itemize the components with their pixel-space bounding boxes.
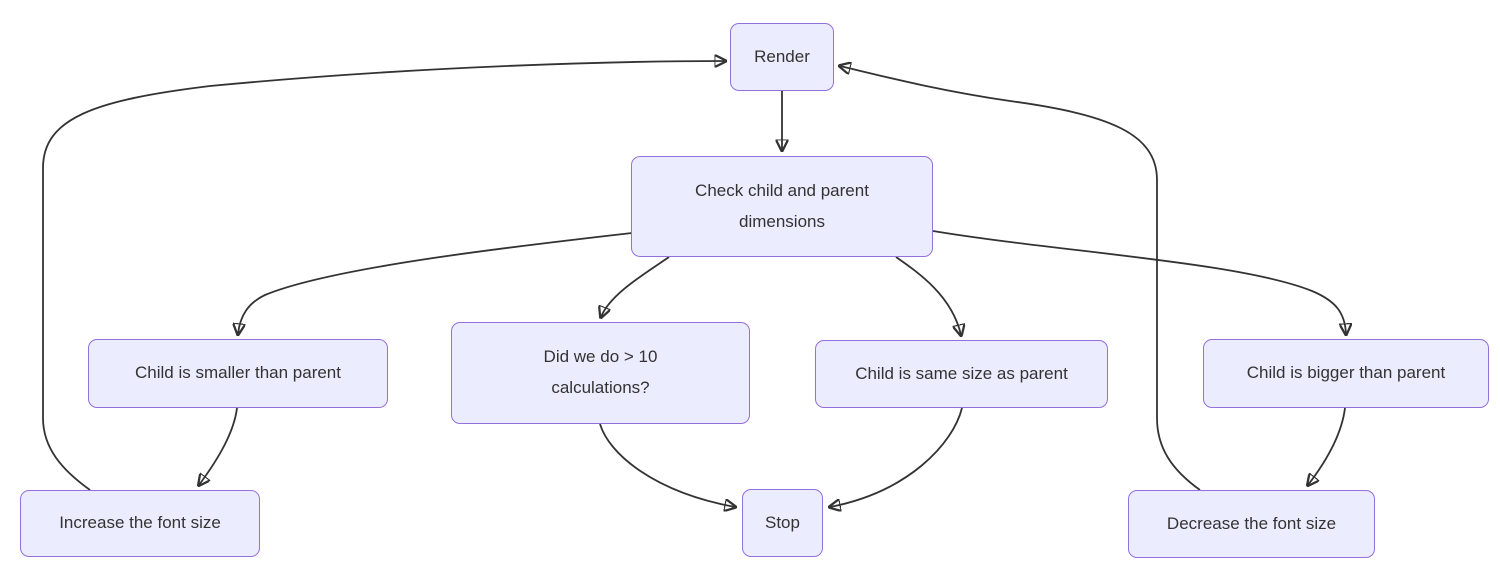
edge-smaller-to-increase xyxy=(199,407,238,485)
edge-check-to-bigger xyxy=(932,230,1346,334)
node-increase-font: Increase the font size xyxy=(20,490,260,557)
node-render: Render xyxy=(730,23,834,91)
edge-check-to-same xyxy=(895,256,961,335)
edge-calculations-to-stop xyxy=(599,423,735,507)
edge-same-to-stop xyxy=(830,407,963,507)
edge-decrease-to-render xyxy=(840,66,1201,491)
node-check-dimensions: Check child and parent dimensions xyxy=(631,156,933,257)
node-decrease-font: Decrease the font size xyxy=(1128,490,1375,558)
node-child-same-size: Child is same size as parent xyxy=(815,340,1108,408)
node-stop: Stop xyxy=(742,489,823,557)
edge-check-to-calculations xyxy=(601,256,670,317)
node-child-bigger: Child is bigger than parent xyxy=(1203,339,1489,408)
node-child-smaller: Child is smaller than parent xyxy=(88,339,388,408)
edge-bigger-to-decrease xyxy=(1308,407,1346,485)
edge-check-to-smaller xyxy=(238,232,633,334)
node-calculations-check: Did we do > 10 calculations? xyxy=(451,322,750,424)
edge-increase-to-render xyxy=(42,61,725,491)
